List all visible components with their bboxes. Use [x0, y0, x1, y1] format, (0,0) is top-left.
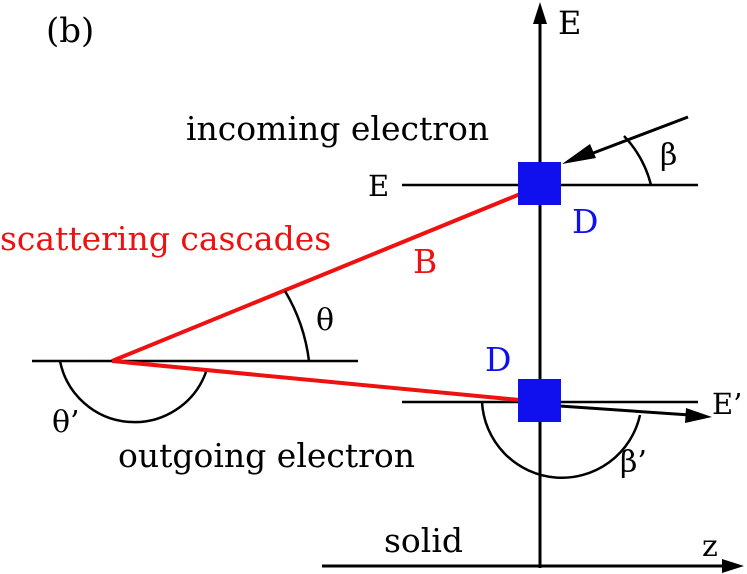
beta-prime-arc	[480, 401, 642, 479]
incoming-trajectory	[587, 115, 689, 157]
point-b-label: B	[413, 242, 437, 281]
theta-label: θ	[316, 303, 334, 338]
upper-detector-square	[518, 162, 561, 205]
theta-prime-label: θ’	[52, 405, 80, 440]
lower-detector-square	[518, 379, 561, 422]
beta-label: β	[660, 138, 677, 173]
energy-axis-label: E	[558, 4, 581, 42]
outgoing-level-label: E’	[712, 387, 742, 421]
z-axis-arrowhead	[722, 559, 744, 573]
cascade-line-upper	[111, 188, 531, 363]
theta-arc	[283, 290, 311, 362]
scattering-cascades-label: scattering cascades	[0, 219, 331, 258]
incoming-arrowhead	[562, 144, 596, 164]
outgoing-trajectory	[544, 403, 691, 417]
outgoing-arrowhead	[685, 408, 712, 423]
panel-label: (b)	[46, 11, 94, 51]
outgoing-electron-label: outgoing electron	[118, 436, 415, 475]
point-d-upper-label: D	[572, 202, 598, 241]
incoming-level-label: E	[368, 169, 389, 203]
z-axis-label: z	[702, 529, 718, 564]
theta-prime-arc	[58, 360, 208, 424]
cascade-line-lower	[111, 359, 531, 403]
solid-label: solid	[384, 521, 463, 560]
energy-axis-arrowhead	[533, 2, 547, 24]
incoming-electron-label: incoming electron	[186, 109, 489, 148]
point-d-lower-label: D	[485, 340, 511, 379]
beta-prime-label: β’	[620, 445, 647, 480]
beta-arc	[623, 135, 653, 186]
